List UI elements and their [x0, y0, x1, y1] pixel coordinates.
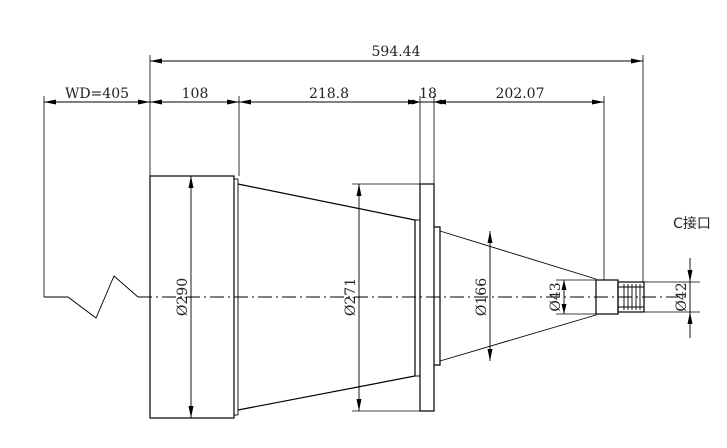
front-body — [149, 175, 239, 419]
segment-2-label: 218.8 — [309, 86, 349, 102]
diameter-271-label: Ø271 — [343, 278, 359, 316]
c-mount-thread — [617, 281, 645, 313]
segment-4-label: 202.07 — [496, 86, 545, 102]
mount-type-label: C接口 — [673, 215, 711, 232]
diameter-43-label: Ø43 — [548, 282, 564, 311]
flange — [419, 183, 435, 412]
segment-dimension-line — [44, 99, 604, 105]
diameter-42-label: Ø42 — [674, 282, 690, 311]
overall-length-label: 594.44 — [372, 44, 421, 60]
diameter-dimension-lines — [188, 176, 693, 418]
extension-lines — [43, 55, 700, 412]
segment-1-label: 108 — [182, 86, 209, 102]
diameter-290-label: Ø290 — [175, 278, 191, 316]
segment-3-label: 18 — [419, 86, 437, 102]
small-cone-section — [434, 226, 597, 366]
working-distance-break-line — [44, 275, 139, 319]
working-distance-label: WD=405 — [65, 86, 129, 102]
diameter-166-label: Ø166 — [474, 278, 490, 316]
overall-length-dimension — [150, 58, 643, 64]
